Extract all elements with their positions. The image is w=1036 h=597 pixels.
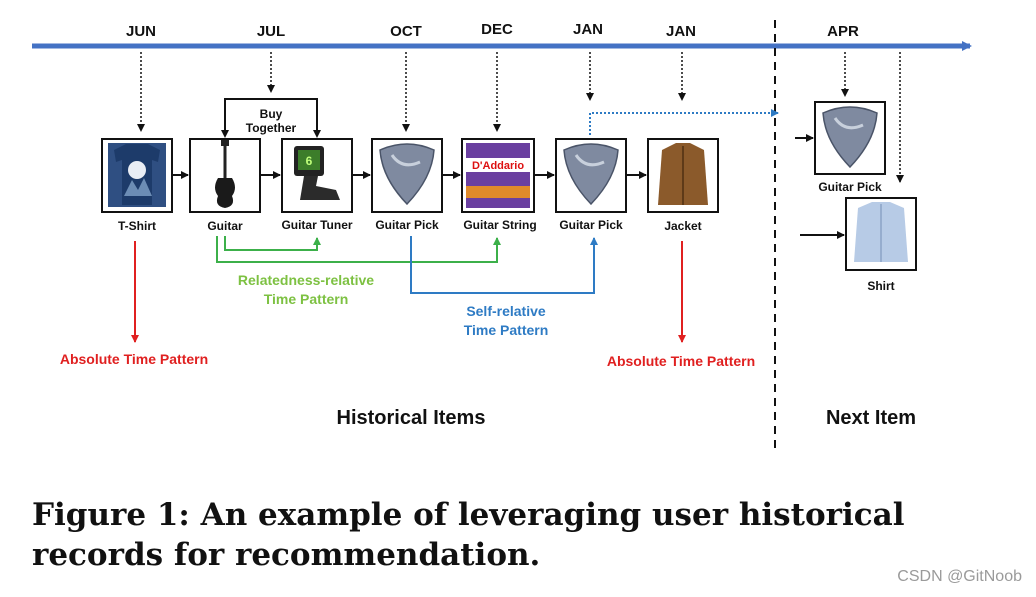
item-label: Guitar Pick: [375, 218, 439, 232]
next-item-label: Guitar Pick: [818, 180, 882, 194]
string-pack-image: [466, 143, 530, 208]
month-label: JAN: [573, 21, 603, 38]
svg-text:D'Addario: D'Addario: [472, 160, 524, 172]
item-label: T-Shirt: [118, 219, 156, 233]
month-label: OCT: [390, 23, 422, 40]
item-label: Jacket: [664, 219, 701, 233]
bracket-arrowhead-left: [221, 130, 229, 138]
self-relative-dotted-link: [589, 109, 779, 135]
item-label: Guitar String: [463, 218, 536, 232]
next-item-label-heading: Next Item: [826, 407, 916, 429]
buy-together-label-line1: Buy: [260, 107, 283, 121]
item-label: Guitar Tuner: [281, 218, 352, 232]
self-relative-link: [410, 236, 598, 294]
next-item-label: Shirt: [867, 279, 894, 293]
absolute-pattern-label-right: Absolute Time Pattern: [607, 353, 755, 369]
tuner-image: 6: [294, 146, 340, 200]
bracket-arrowhead-right: [313, 130, 321, 138]
relatedness-pattern-label-line1: Relatedness-relative: [238, 272, 374, 288]
month-label: JAN: [666, 23, 696, 40]
item-box-guitar-pick-2: [555, 138, 627, 213]
next-item-box-guitar-pick: [814, 101, 886, 175]
historical-items-label: Historical Items: [337, 407, 486, 429]
figure-caption: Figure 1: An example of leveraging user …: [32, 497, 905, 573]
month-label: APR: [827, 23, 859, 40]
self-relative-label-line1: Self-relative: [466, 303, 546, 319]
item-label: Guitar Pick: [559, 218, 623, 232]
item-box-tshirt: [101, 138, 173, 213]
item-label: Guitar: [207, 219, 243, 233]
buy-together-bracket: [224, 98, 318, 136]
month-label: JUL: [257, 23, 285, 40]
time-drop-lines: [137, 52, 904, 183]
self-relative-label-line2: Time Pattern: [464, 322, 549, 338]
buy-together-label-line2: Together: [246, 121, 297, 135]
svg-text:6: 6: [306, 154, 313, 168]
month-label: DEC: [481, 21, 513, 38]
watermark: CSDN @GitNoob: [897, 568, 1022, 585]
relatedness-pattern-label-line2: Time Pattern: [264, 291, 349, 307]
relatedness-link-guitar-tuner: [224, 236, 321, 251]
diagram: JUN JUL OCT DEC JAN JAN APR Buy Together: [32, 20, 972, 450]
item-box-guitar-tuner: 6: [281, 138, 353, 213]
item-box-guitar-string: D'Addario: [461, 138, 535, 213]
guitar-image: [215, 140, 235, 208]
month-label: JUN: [126, 23, 156, 40]
item-box-guitar: [189, 138, 261, 213]
sequence-arrows: [172, 134, 845, 239]
item-box-guitar-pick: [371, 138, 443, 213]
relatedness-link-guitar-string: [216, 236, 501, 263]
next-item-box-shirt: [845, 197, 917, 271]
item-box-jacket: [647, 138, 719, 213]
absolute-pattern-label-left: Absolute Time Pattern: [60, 351, 208, 367]
